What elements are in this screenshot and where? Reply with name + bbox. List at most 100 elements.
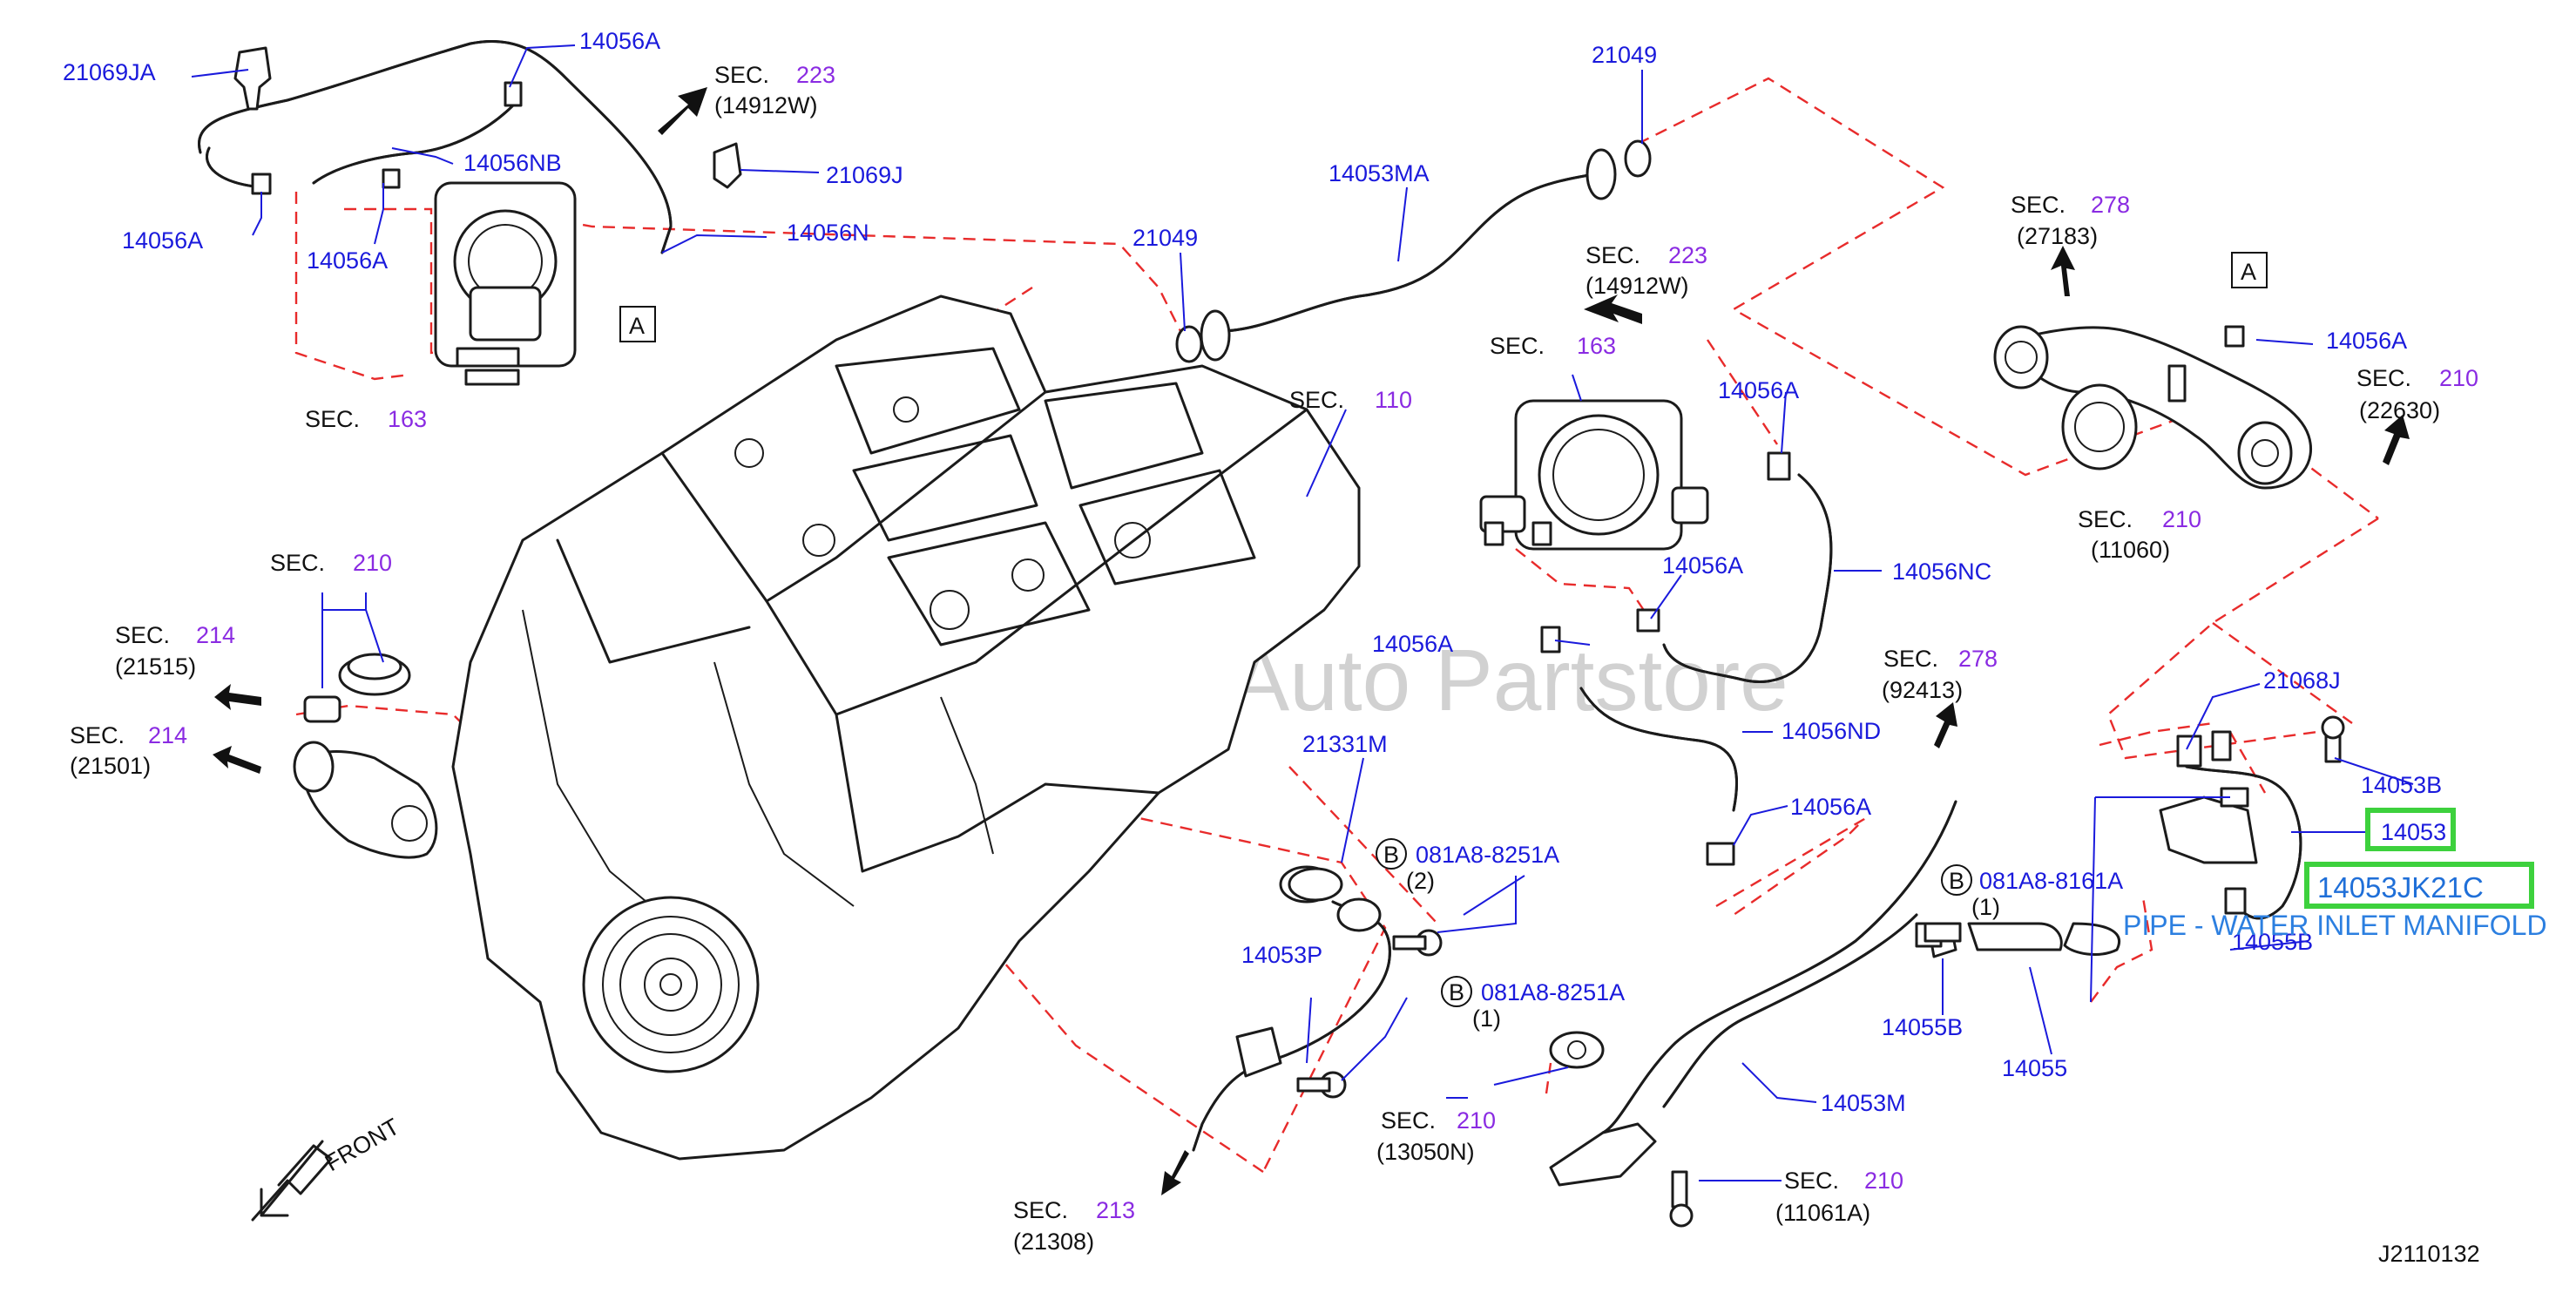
- svg-text:210: 210: [2162, 506, 2201, 532]
- lower-water-pipe: [1549, 800, 2120, 1187]
- svg-text:SEC.: SEC.: [2011, 192, 2066, 218]
- svg-text:(27183): (27183): [2017, 223, 2098, 249]
- svg-text:SEC.: SEC.: [1381, 1107, 1436, 1134]
- label-14056A-mid: 14056A: [1718, 377, 1799, 403]
- highlight-description: PIPE - WATER INLET MANIFOLD: [2123, 910, 2547, 941]
- svg-text:278: 278: [2091, 192, 2130, 218]
- label-14053M: 14053M: [1821, 1090, 1906, 1116]
- water-inlet-manifold-pipe: [2159, 730, 2302, 920]
- bolt-callout-3: B 081A8-8161A (1): [1941, 864, 2123, 920]
- thermostat-housing: [293, 653, 438, 859]
- svg-text:SEC.: SEC.: [115, 622, 170, 648]
- label-14053P: 14053P: [1241, 942, 1322, 968]
- svg-text:214: 214: [196, 622, 235, 648]
- sec-210-cap: SEC. 210: [270, 550, 392, 576]
- svg-text:SEC.: SEC.: [2356, 365, 2411, 391]
- svg-text:(14912W): (14912W): [714, 92, 818, 118]
- front-label: FRONT: [321, 1114, 404, 1176]
- ref-marker-a-left: A: [619, 306, 656, 342]
- label-21049-mid: 21049: [1132, 225, 1198, 251]
- highlight-box-part-number: [2304, 862, 2534, 909]
- svg-text:214: 214: [148, 722, 187, 748]
- part-labels: 21069JA 14056A 14056NB 14056A 14056A 210…: [63, 28, 2442, 1116]
- svg-text:SEC.: SEC.: [1784, 1168, 1839, 1194]
- engine-assembly: [451, 294, 1361, 1161]
- svg-text:SEC.: SEC.: [305, 406, 360, 432]
- sec-278-top: SEC. 278 (27183): [2011, 192, 2130, 249]
- sec-210-right: SEC. 210 (22630): [2356, 365, 2478, 423]
- front-indicator: FRONT: [251, 1114, 404, 1222]
- mid-hoses: [1540, 451, 1833, 866]
- svg-text:110: 110: [1375, 387, 1412, 413]
- highlighted-part[interactable]: 14053 14053JK21C PIPE - WATER INLET MANI…: [2123, 808, 2547, 941]
- label-14056A-c2: 14056A: [1372, 631, 1453, 657]
- bolt2-part-number: 081A8-8251A: [1481, 979, 1625, 1005]
- label-21068J: 21068J: [2263, 667, 2341, 694]
- svg-text:SEC.: SEC.: [1013, 1197, 1068, 1223]
- bolt3-part-number: 081A8-8161A: [1979, 868, 2123, 894]
- svg-text:SEC.: SEC.: [1883, 646, 1938, 672]
- highlight-box-14053: [2365, 808, 2456, 851]
- svg-text:SEC.: SEC.: [714, 62, 769, 88]
- svg-text:163: 163: [1577, 333, 1616, 359]
- svg-text:210: 210: [1864, 1168, 1903, 1194]
- label-21069JA: 21069JA: [63, 59, 156, 85]
- svg-text:(11061A): (11061A): [1775, 1200, 1870, 1226]
- svg-text:A: A: [2241, 259, 2256, 285]
- sec-213: SEC. 213 (21308): [1013, 1197, 1135, 1255]
- svg-text:SEC.: SEC.: [1585, 242, 1640, 268]
- label-21069J: 21069J: [826, 162, 903, 188]
- throttle-body-top: [434, 181, 577, 386]
- svg-text:210: 210: [353, 550, 392, 576]
- label-14056NB: 14056NB: [463, 150, 562, 176]
- bolt1-qty: (2): [1406, 868, 1435, 894]
- bolt2-qty: (1): [1472, 1005, 1501, 1032]
- svg-text:213: 213: [1096, 1197, 1135, 1223]
- label-21049-top: 21049: [1592, 42, 1657, 68]
- bolt1-part-number: 081A8-8251A: [1416, 842, 1559, 868]
- misc-fasteners: [1288, 715, 2345, 1228]
- label-21331M: 21331M: [1302, 731, 1388, 757]
- svg-text:(22630): (22630): [2359, 397, 2440, 423]
- sec-214-a: SEC. 214 (21515): [115, 622, 235, 680]
- svg-text:210: 210: [1457, 1107, 1496, 1134]
- sec-110: SEC. 110: [1289, 387, 1412, 413]
- svg-text:(14912W): (14912W): [1585, 273, 1689, 299]
- label-14056A-left1: 14056A: [122, 227, 203, 254]
- label-14056A-right: 14056A: [2326, 328, 2407, 354]
- label-14053[interactable]: 14053: [2381, 819, 2446, 845]
- section-arrows: [213, 87, 2410, 1195]
- svg-text:(13050N): (13050N): [1376, 1139, 1475, 1165]
- svg-text:278: 278: [1958, 646, 1998, 672]
- label-14055B-bottom: 14055B: [1882, 1014, 1963, 1040]
- svg-text:B: B: [1949, 868, 1964, 894]
- bypass-pipe: [1192, 865, 1391, 1152]
- diagram-code: J2110132: [2378, 1241, 2480, 1267]
- highlight-part-number[interactable]: 14053JK21C: [2317, 871, 2484, 904]
- svg-text:163: 163: [388, 406, 427, 432]
- sec-210-manifold: SEC. 210 (11060): [2078, 506, 2201, 563]
- sec-223-mid: SEC. 223 (14912W): [1585, 242, 1707, 299]
- svg-text:(21501): (21501): [70, 753, 151, 779]
- sec-214-b: SEC. 214 (21501): [70, 722, 187, 779]
- label-14056NC: 14056NC: [1892, 558, 1991, 585]
- label-14056N: 14056N: [787, 220, 869, 246]
- svg-text:SEC.: SEC.: [270, 550, 325, 576]
- label-14053B: 14053B: [2361, 772, 2442, 798]
- sec-210-bottom: SEC. 210 (13050N): [1376, 1107, 1496, 1165]
- svg-text:210: 210: [2439, 365, 2478, 391]
- label-14053MA: 14053MA: [1329, 160, 1430, 186]
- label-14056A-c1: 14056A: [1662, 552, 1743, 579]
- leader-lines: [191, 44, 2414, 1181]
- bolt3-qty: (1): [1971, 894, 2000, 920]
- svg-text:B: B: [1383, 842, 1399, 868]
- bolt-callout-2: B 081A8-8251A (1): [1441, 976, 1625, 1032]
- svg-text:(11060): (11060): [2091, 537, 2170, 563]
- svg-text:SEC.: SEC.: [1490, 333, 1545, 359]
- section-refs: SEC. 223 (14912W) SEC. 163 SEC. 110 SEC.…: [70, 62, 2478, 1255]
- sec-210-bottom2: SEC. 210 (11061A): [1775, 1168, 1903, 1226]
- svg-text:B: B: [1449, 979, 1464, 1005]
- sec-278-mid: SEC. 278 (92413): [1882, 646, 1998, 703]
- svg-text:(21308): (21308): [1013, 1229, 1094, 1255]
